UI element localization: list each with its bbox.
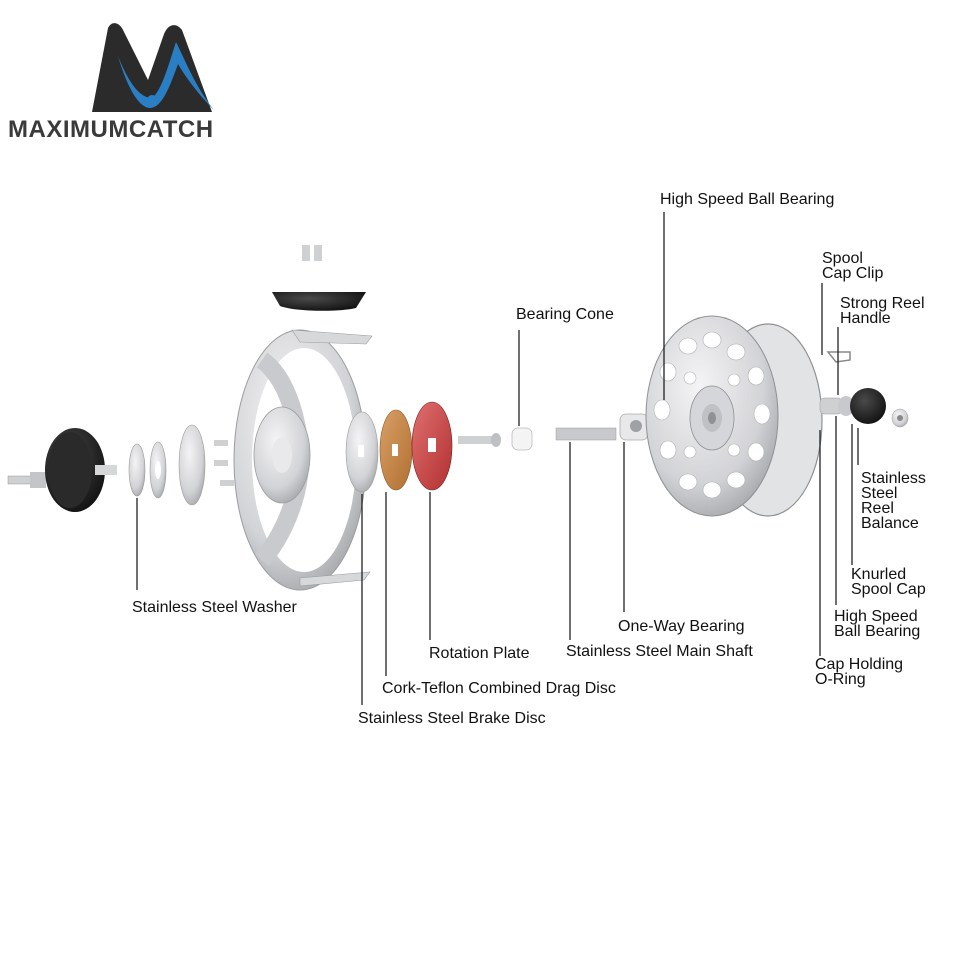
label-strong-reel-handle: Strong Reel Handle bbox=[840, 295, 925, 327]
label-cap-holding-o-ring-line-1: Cap Holding bbox=[815, 656, 904, 673]
label-strong-reel-handle-line-1: Strong Reel bbox=[840, 295, 925, 312]
label-reel-balance-line-3: Reel bbox=[861, 500, 894, 517]
rotation-plate bbox=[411, 401, 453, 491]
label-cork-teflon-drag-disc: Cork-Teflon Combined Drag Disc bbox=[382, 680, 616, 697]
label-reel-balance-line-4: Balance bbox=[861, 515, 919, 532]
label-bearing-cone: Bearing Cone bbox=[516, 306, 614, 323]
label-one-way-bearing: One-Way Bearing bbox=[618, 618, 745, 635]
reel-foot bbox=[272, 245, 366, 311]
label-spool-cap-clip: Spool Cap Clip bbox=[822, 250, 884, 282]
label-high-speed-ball-bearing-bottom: High Speed Ball Bearing bbox=[834, 608, 921, 640]
label-reel-balance-line-1: Stainless bbox=[861, 470, 926, 487]
label-knurled-spool-cap-line-2: Spool Cap bbox=[851, 581, 926, 598]
label-knurled-spool-cap-line-1: Knurled bbox=[851, 566, 907, 583]
bearing-cone bbox=[458, 427, 533, 451]
stainless-steel-brake-disc bbox=[345, 411, 379, 493]
label-ball-bearing-bottom-line-2: Ball Bearing bbox=[834, 623, 921, 640]
handle-and-cap-assembly bbox=[819, 351, 909, 428]
label-strong-reel-handle-line-2: Handle bbox=[840, 310, 891, 327]
drag-knob bbox=[7, 428, 117, 512]
maximumcatch-logo bbox=[92, 23, 214, 112]
brand-name: MAXIMUMCATCH bbox=[8, 116, 214, 143]
main-shaft bbox=[555, 413, 649, 441]
label-spool-cap-clip-line-1: Spool bbox=[822, 250, 863, 267]
label-stainless-steel-main-shaft: Stainless Steel Main Shaft bbox=[566, 643, 753, 660]
reel-spool bbox=[645, 315, 823, 517]
label-cap-holding-o-ring: Cap Holding O-Ring bbox=[815, 656, 904, 688]
label-knurled-spool-cap: Knurled Spool Cap bbox=[851, 566, 926, 598]
label-reel-balance-line-2: Steel bbox=[861, 485, 898, 502]
cork-teflon-drag-disc bbox=[379, 409, 413, 491]
leader-lines bbox=[136, 212, 859, 705]
label-cap-holding-o-ring-line-2: O-Ring bbox=[815, 671, 866, 688]
reel-frame bbox=[233, 329, 373, 591]
label-stainless-steel-brake-disc: Stainless Steel Brake Disc bbox=[358, 710, 546, 727]
spool-port-holes bbox=[653, 331, 771, 499]
label-spool-cap-clip-line-2: Cap Clip bbox=[822, 265, 884, 282]
label-ball-bearing-bottom-line-1: High Speed bbox=[834, 608, 918, 625]
label-stainless-steel-reel-balance: Stainless Steel Reel Balance bbox=[861, 470, 926, 532]
label-stainless-steel-washer: Stainless Steel Washer bbox=[132, 599, 297, 616]
label-rotation-plate: Rotation Plate bbox=[429, 645, 530, 662]
label-high-speed-ball-bearing-top: High Speed Ball Bearing bbox=[660, 191, 835, 208]
stainless-steel-washers bbox=[128, 424, 234, 506]
